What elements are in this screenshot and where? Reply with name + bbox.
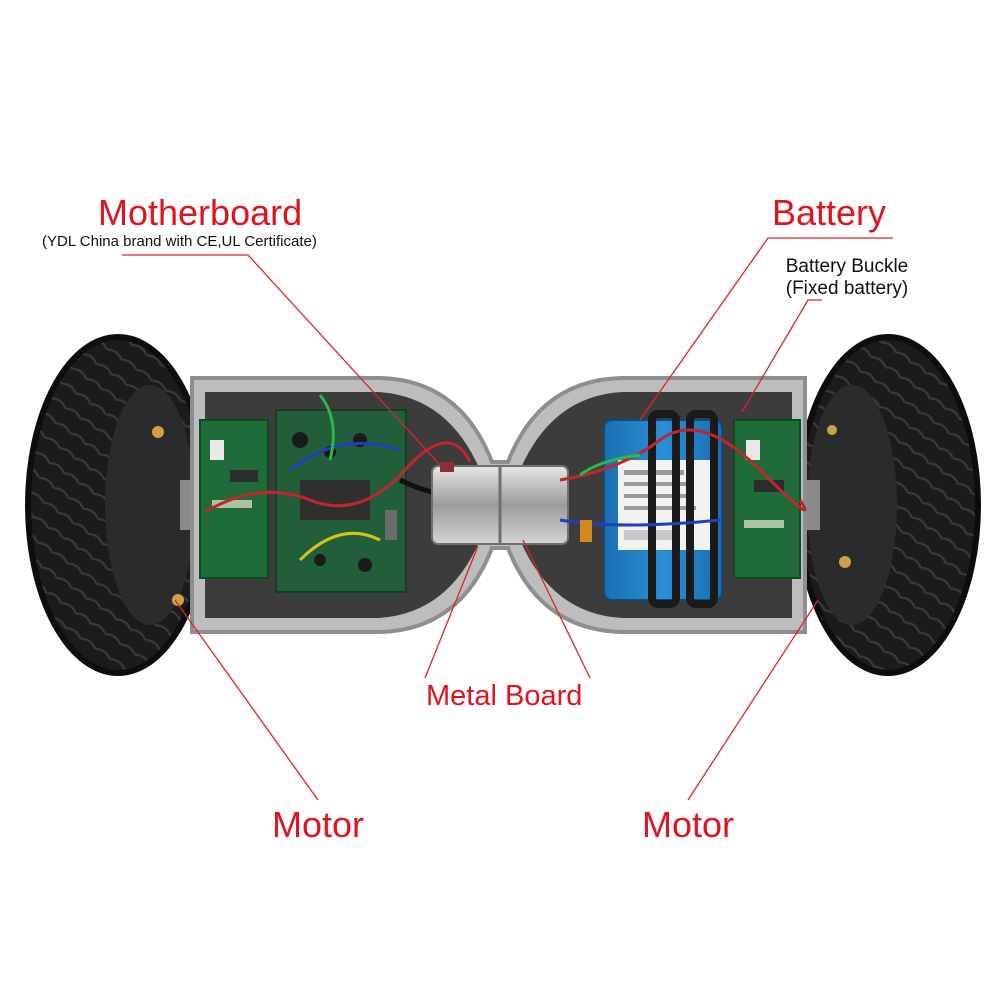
leader-lines <box>122 237 893 801</box>
battery-leader-line <box>639 237 893 421</box>
metal-board-leader-right <box>522 539 591 679</box>
motor-left-leader-line <box>174 599 319 801</box>
metal-board-leader-left <box>424 545 479 679</box>
left-motor-wheel <box>25 334 211 676</box>
battery-buckle-label: Battery Buckle (Fixed battery) <box>776 256 918 300</box>
battery-buckle-leader-line <box>741 299 822 413</box>
left-control-board <box>199 419 269 579</box>
battery-buckle <box>648 410 718 608</box>
battery-pack <box>603 419 723 601</box>
motherboard-leader-line <box>122 254 441 466</box>
right-wires <box>559 428 807 542</box>
metal-board-label: Metal Board <box>426 680 583 712</box>
motor-right-label: Motor <box>642 804 735 845</box>
motor-left-label: Motor <box>272 804 365 845</box>
battery-buckle-line1: Battery Buckle <box>785 256 909 277</box>
motherboard-board <box>275 409 407 593</box>
right-motor-wheel <box>795 334 981 676</box>
battery-label: Battery <box>772 192 887 233</box>
metal-board <box>431 462 569 545</box>
motherboard-note: (YDL China brand with CE,UL Certificate) <box>42 233 317 250</box>
motor-right-leader-line <box>687 599 819 801</box>
battery-buckle-line2: (Fixed battery) <box>785 278 909 299</box>
motherboard-label: Motherboard <box>98 192 303 233</box>
